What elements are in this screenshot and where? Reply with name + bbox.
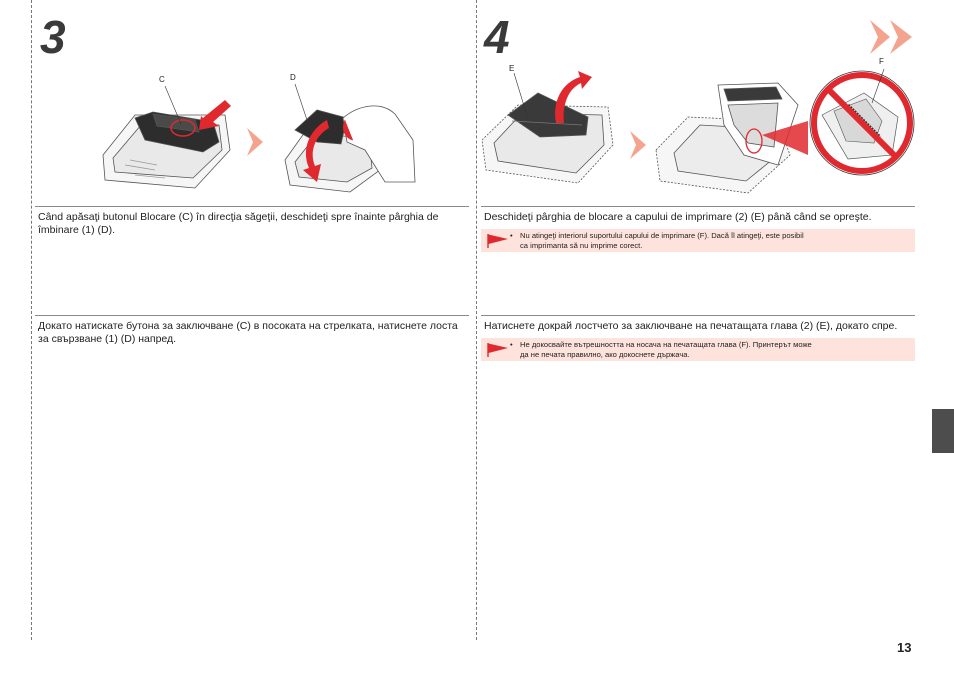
center-dashed-line xyxy=(476,0,477,640)
note-text-ro: • Nu atingeţi interiorul suportului capu… xyxy=(510,231,804,251)
rotate-arrow xyxy=(303,120,329,182)
step4-instruction-bg: Натиснете докрай лостчето за заключване … xyxy=(484,320,898,332)
caution-flag-icon xyxy=(487,234,508,248)
callout-c: C xyxy=(159,75,165,84)
page-number: 13 xyxy=(897,640,912,655)
left-dashed-line xyxy=(31,0,32,640)
zoom-connector xyxy=(762,121,808,155)
no-touch-icon xyxy=(809,70,915,176)
note-line2-ro: ca imprimanta să nu imprime corect. xyxy=(520,241,643,250)
note-bullet-ro: • xyxy=(510,231,513,240)
step3-next-chevron-icon xyxy=(247,128,263,156)
step4-instruction-ro: Deschideţi pârghia de blocare a capului … xyxy=(484,211,872,223)
callout-f: F xyxy=(879,57,884,66)
step3-rule-bg xyxy=(35,315,469,316)
step-number-3: 3 xyxy=(40,11,66,63)
step4-printer-left xyxy=(481,92,614,184)
step4-next-chevron-icon xyxy=(630,131,646,159)
step3-illustration: C D xyxy=(102,73,416,193)
highlight-circle-c xyxy=(170,119,196,137)
push-arrow xyxy=(199,100,231,130)
step3-printer-right xyxy=(284,105,416,193)
step3-printer-left xyxy=(102,111,231,189)
note-line1-ro: Nu atingeţi interiorul suportului capulu… xyxy=(520,231,804,240)
note-text-bg: • Не докосвайте вътрешността на носача н… xyxy=(510,340,812,360)
step3-instruction-ro: Când apăsaţi butonul Blocare (C) în dire… xyxy=(38,211,439,236)
highlight-circle-f xyxy=(745,128,763,154)
step4-printer-right xyxy=(655,82,799,194)
note-bullet-bg: • xyxy=(510,340,513,349)
lift-arrow xyxy=(555,71,592,123)
callout-d: D xyxy=(290,73,296,82)
step3-instruction-bg: Докато натискате бутона за заключване (C… xyxy=(38,320,458,345)
caution-flag-icon xyxy=(487,343,508,357)
callout-e: E xyxy=(509,64,514,73)
note-line1-bg: Не докосвайте вътрешността на носача на … xyxy=(520,340,812,349)
step4-note-ro: • Nu atingeţi interiorul suportului capu… xyxy=(481,229,915,252)
section-tab xyxy=(932,409,954,453)
step4-note-bg: • Не докосвайте вътрешността на носача н… xyxy=(481,338,915,361)
step4-rule-bg xyxy=(481,315,915,316)
step3-rule-ro xyxy=(35,206,469,207)
step-number-4: 4 xyxy=(484,11,510,63)
next-page-chevron-icon xyxy=(870,20,912,54)
step4-illustration: E F xyxy=(481,57,915,194)
note-line2-bg: да не печата правилно, ако докоснете дър… xyxy=(520,350,690,359)
step4-rule-ro xyxy=(481,206,915,207)
